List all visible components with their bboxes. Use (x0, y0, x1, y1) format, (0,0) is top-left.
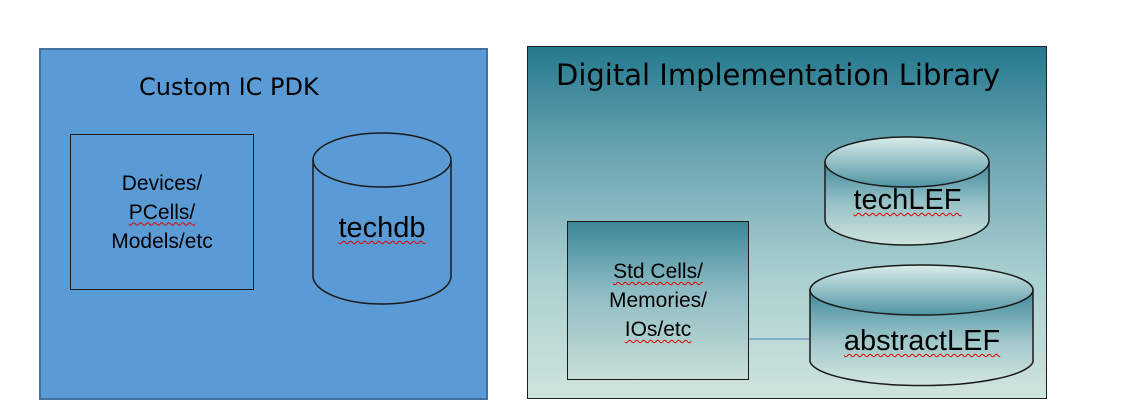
pdk-title: Custom IC PDK (139, 73, 319, 101)
devices-box-text: Devices/ PCells/ Models/etc (111, 169, 213, 256)
digital-implementation-library-panel: Digital Implementation Library Std Cells… (527, 46, 1047, 399)
custom-ic-pdk-panel: Custom IC PDK Devices/ PCells/ Models/et… (39, 48, 488, 400)
std-cells-box: Std Cells/ Memories/ IOs/etc (567, 221, 749, 380)
pcells-line: PCells/ (128, 200, 196, 224)
techdb-cylinder-shape (312, 132, 452, 305)
techlef-label: techLEF (853, 184, 962, 216)
std-cells-line: Std Cells/ (613, 260, 703, 283)
techlef-cylinder: techLEF (824, 135, 991, 246)
connector-line (749, 338, 809, 340)
memories-line: Memories/ (608, 289, 708, 312)
devices-line: Devices/ (121, 171, 203, 195)
models-line: Models/etc (111, 229, 213, 253)
techdb-label: techdb (338, 212, 426, 244)
abstractlef-cylinder-shape (809, 264, 1034, 387)
devices-box: Devices/ PCells/ Models/etc (70, 134, 254, 290)
abstractlef-label: abstractLEF (843, 325, 1001, 357)
abstractlef-cylinder: abstractLEF (809, 263, 1035, 390)
techlef-cylinder-shape (824, 136, 990, 246)
std-cells-box-text: Std Cells/ Memories/ IOs/etc (609, 257, 707, 344)
ios-line: IOs/etc (624, 318, 692, 341)
library-title: Digital Implementation Library (556, 58, 1001, 92)
techdb-cylinder: techdb (312, 132, 452, 306)
